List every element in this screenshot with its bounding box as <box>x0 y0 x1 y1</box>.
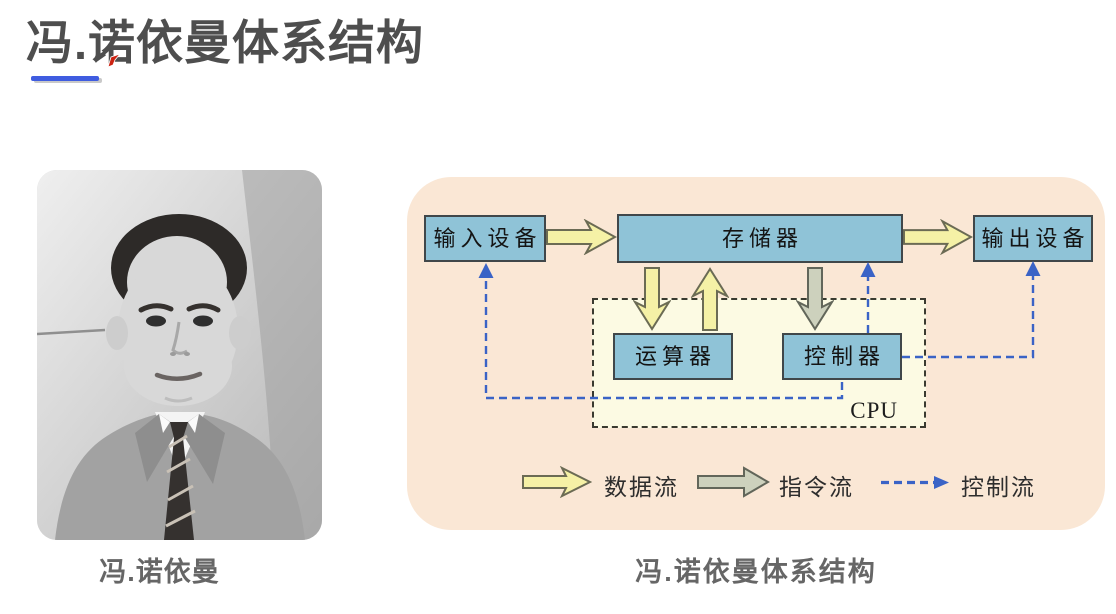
arrow-alu-to-memory-icon <box>691 267 729 331</box>
arrow-memory-to-output-icon <box>903 219 973 255</box>
title-underline <box>31 76 99 81</box>
legend-label-control-flow: 控制流 <box>961 475 1036 500</box>
instruction-flow-arrow-icon <box>697 466 770 498</box>
legend-label-data-flow: 数据流 <box>604 475 679 500</box>
arrow-input-to-memory-icon <box>546 219 617 255</box>
input-device-box: 输入设备 <box>424 215 546 262</box>
alu-box: 运算器 <box>613 333 733 380</box>
diagram-panel: CPU 输入设备 存储器 输出设备 运算器 控制器 数据流 <box>407 177 1105 530</box>
controller-box: 控制器 <box>782 333 902 380</box>
cpu-label: CPU <box>850 398 898 423</box>
page-title: 冯.诺依曼体系结构 <box>26 16 425 69</box>
control-flow-arrow-icon <box>881 476 949 489</box>
data-flow-arrow-icon <box>522 466 592 498</box>
output-device-box: 输出设备 <box>973 215 1093 262</box>
photo-caption: 冯.诺依曼 <box>99 557 220 587</box>
legend-label-instruction-flow: 指令流 <box>779 475 854 500</box>
diagram-caption: 冯.诺依曼体系结构 <box>635 557 877 587</box>
arrow-memory-to-controller-icon <box>796 267 834 331</box>
von-neumann-photo <box>37 170 322 540</box>
red-pointer-icon <box>107 53 122 68</box>
portrait-illustration <box>37 170 322 540</box>
memory-box: 存储器 <box>617 214 903 263</box>
control-flow-lines-icon <box>478 261 1041 400</box>
arrow-memory-to-alu-icon <box>633 267 671 331</box>
